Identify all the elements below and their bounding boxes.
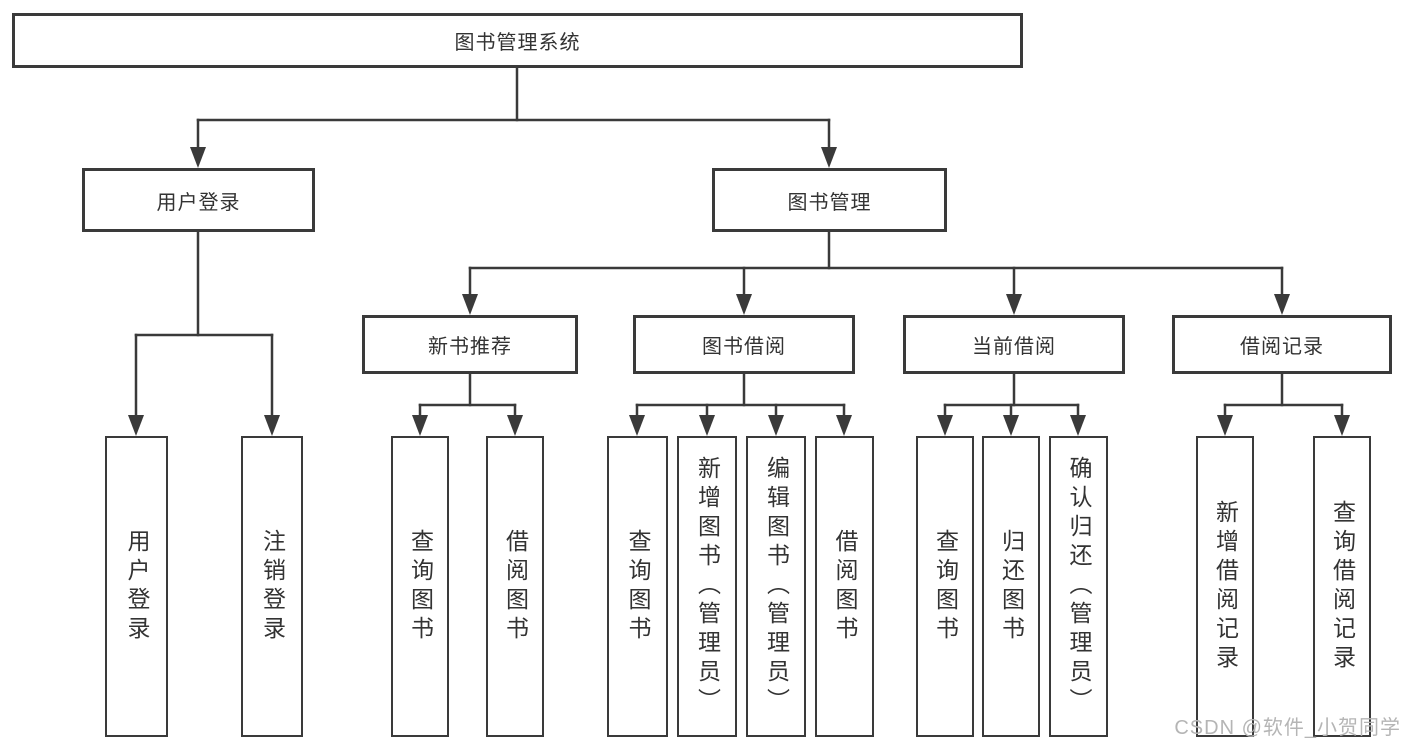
leaf-recommend-borrow-books-label: 借阅图书	[502, 528, 529, 645]
node-borrow-records: 借阅记录	[1172, 315, 1392, 374]
leaf-records-query-record-label: 查询借阅记录	[1329, 499, 1356, 674]
leaf-records-add-record: 新增借阅记录	[1196, 436, 1254, 737]
leaf-current-return-books-label: 归还图书	[998, 528, 1025, 645]
leaf-borrow-edit-books-admin-label: 编辑图书（管理员）	[763, 456, 790, 717]
leaf-recommend-borrow-books: 借阅图书	[486, 436, 544, 737]
node-current-borrow-label: 当前借阅	[972, 336, 1056, 358]
leaf-borrow-borrow-books: 借阅图书	[815, 436, 874, 737]
leaf-logout: 注销登录	[241, 436, 303, 737]
leaf-current-query-books-label: 查询图书	[932, 528, 959, 645]
leaf-borrow-add-books-admin: 新增图书（管理员）	[677, 436, 737, 737]
leaf-recommend-query-books: 查询图书	[391, 436, 449, 737]
leaf-borrow-add-books-admin-label: 新增图书（管理员）	[694, 456, 721, 717]
leaf-recommend-query-books-label: 查询图书	[407, 528, 434, 645]
leaf-current-query-books: 查询图书	[916, 436, 974, 737]
node-new-book-recommend-label: 新书推荐	[428, 336, 512, 358]
leaf-borrow-query-books-label: 查询图书	[625, 528, 651, 645]
leaf-current-confirm-return-admin-label: 确认归还（管理员）	[1066, 456, 1092, 717]
node-book-borrow-label: 图书借阅	[702, 336, 786, 358]
leaf-current-confirm-return-admin: 确认归还（管理员）	[1049, 436, 1108, 737]
node-book-borrow: 图书借阅	[633, 315, 855, 374]
leaf-user-login-label: 用户登录	[124, 528, 150, 645]
leaf-records-query-record: 查询借阅记录	[1313, 436, 1371, 737]
leaf-current-return-books: 归还图书	[982, 436, 1040, 737]
leaf-borrow-edit-books-admin: 编辑图书（管理员）	[746, 436, 806, 737]
leaf-records-add-record-label: 新增借阅记录	[1212, 499, 1239, 674]
node-borrow-records-label: 借阅记录	[1240, 336, 1324, 358]
node-user-login: 用户登录	[82, 168, 315, 232]
leaf-user-login: 用户登录	[105, 436, 168, 737]
leaf-borrow-borrow-books-label: 借阅图书	[832, 528, 858, 645]
node-root-label: 图书管理系统	[454, 32, 581, 54]
node-book-management-label: 图书管理	[787, 191, 872, 214]
leaf-borrow-query-books: 查询图书	[607, 436, 668, 737]
watermark: CSDN @软件_小贺同学	[1174, 717, 1401, 739]
node-book-management: 图书管理	[712, 168, 947, 232]
node-current-borrow: 当前借阅	[903, 315, 1125, 374]
leaf-logout-label: 注销登录	[259, 528, 286, 645]
node-root: 图书管理系统	[12, 13, 1023, 68]
node-new-book-recommend: 新书推荐	[362, 315, 578, 374]
node-user-login-label: 用户登录	[156, 191, 241, 214]
